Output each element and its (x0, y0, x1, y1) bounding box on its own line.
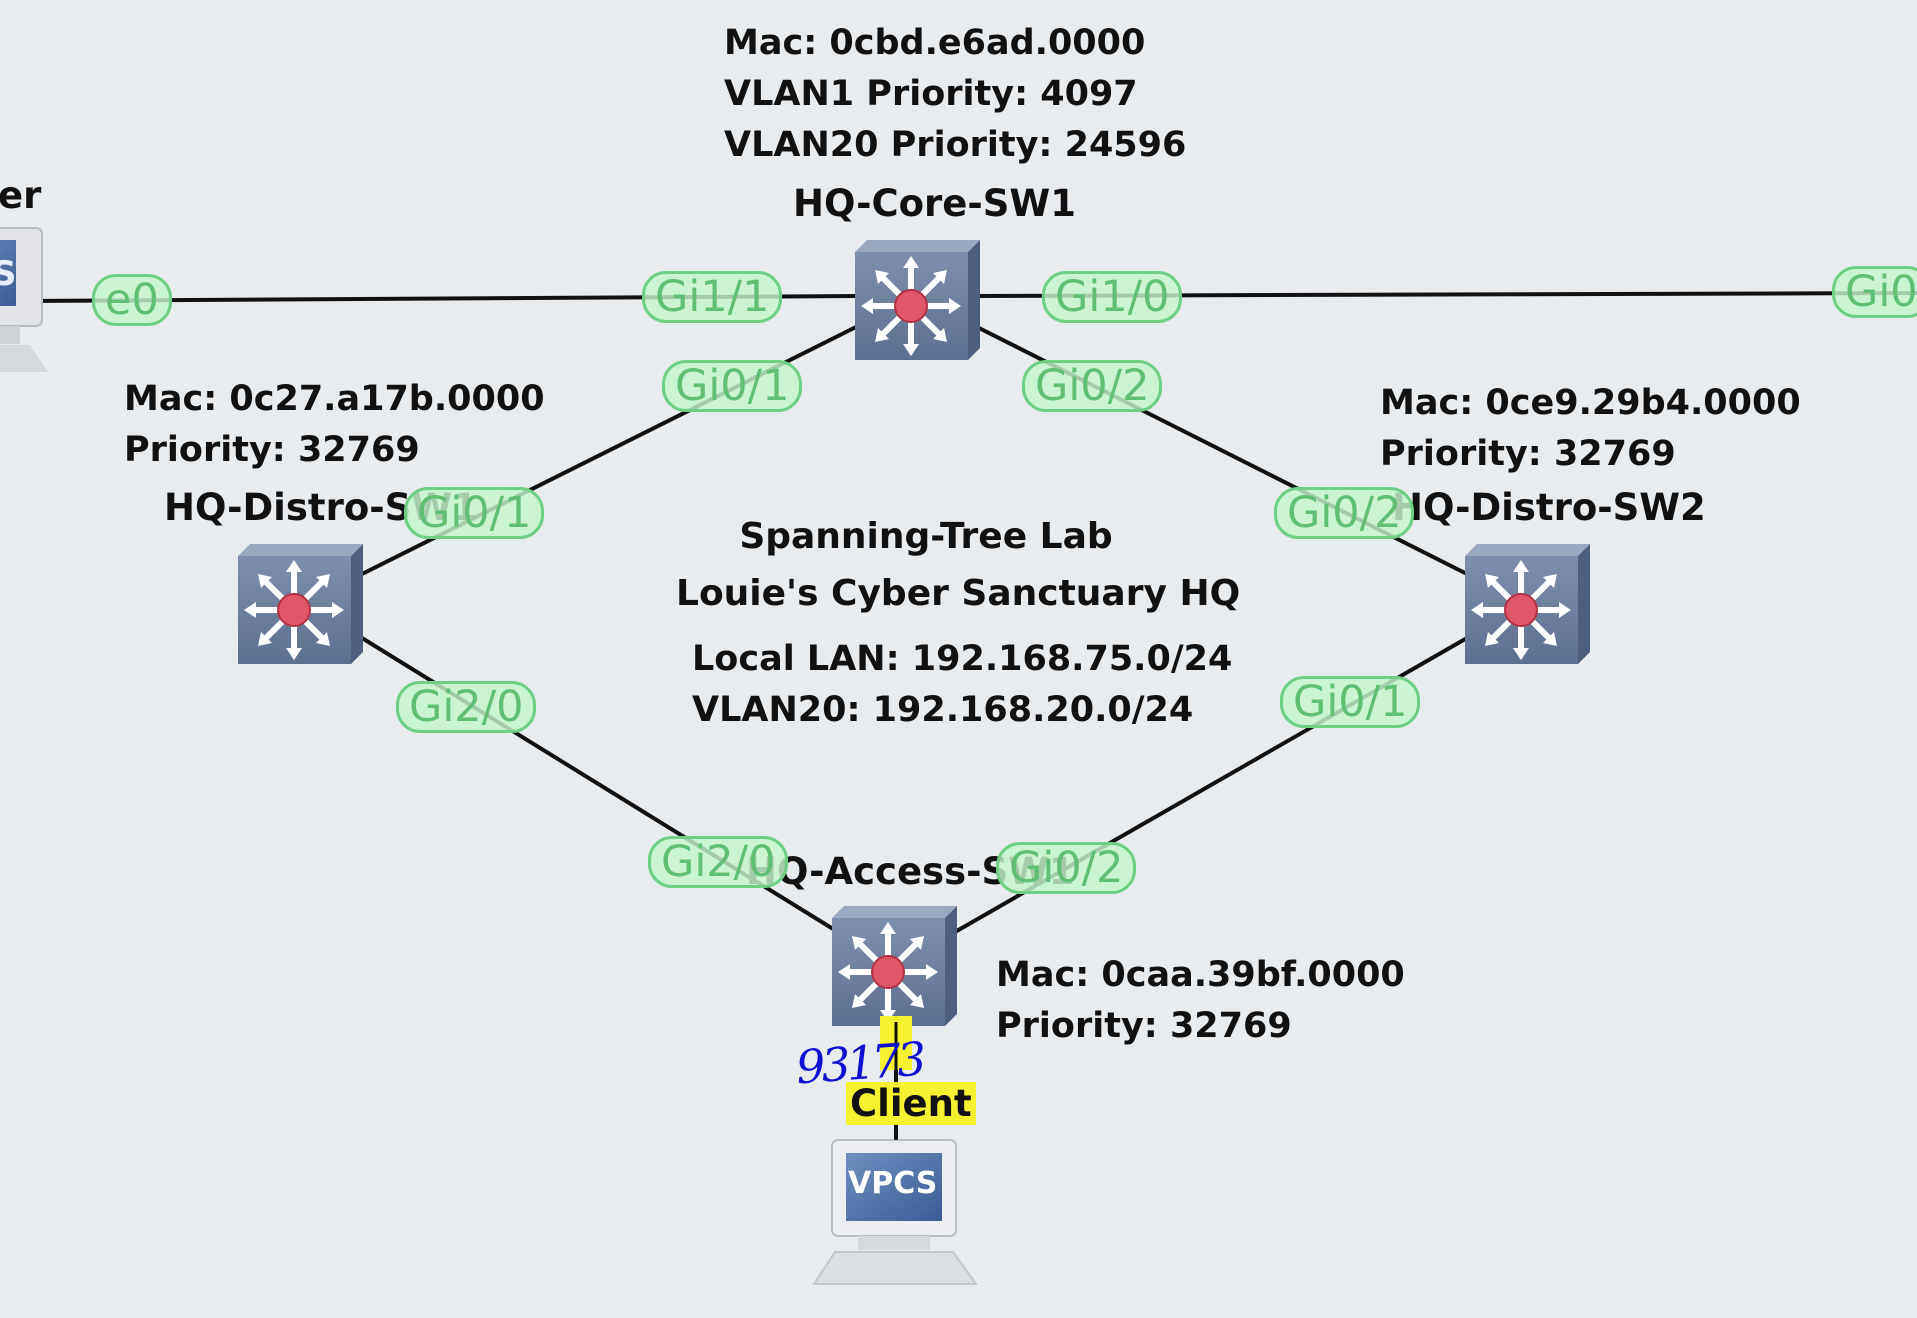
distro2-hostname[interactable]: HQ-Distro-SW2 (1392, 486, 1706, 529)
handwritten-note: 93173 (794, 1031, 925, 1095)
access-switch-icon[interactable] (832, 906, 957, 1026)
lab-title-line2: Louie's Cyber Sanctuary HQ (676, 573, 1241, 614)
vlan20-subnet: VLAN20: 192.168.20.0/24 (692, 690, 1194, 730)
port-distro2-gi0-2[interactable]: Gi0/2 (1274, 487, 1415, 539)
distro2-priority: Priority: 32769 (1380, 434, 1676, 474)
vpcs-screen-text: VPCS (848, 1166, 938, 1201)
left-host-name[interactable]: er (0, 174, 42, 217)
client-hostname[interactable]: Client (846, 1082, 976, 1125)
core-hostname[interactable]: HQ-Core-SW1 (793, 182, 1076, 225)
local-lan-subnet: Local LAN: 192.168.75.0/24 (692, 639, 1233, 679)
lab-title: Spanning-Tree Lab Louie's Cyber Sanctuar… (676, 508, 1241, 622)
distro1-priority: Priority: 32769 (124, 430, 420, 470)
distro1-mac: Mac: 0c27.a17b.0000 (124, 379, 545, 419)
distro1-switch-icon[interactable] (238, 544, 363, 664)
vpcs-client-icon[interactable] (812, 1139, 978, 1285)
distro2-mac: Mac: 0ce9.29b4.0000 (1380, 383, 1801, 423)
core-switch-icon[interactable] (855, 240, 980, 360)
port-left-e0[interactable]: e0 (92, 274, 172, 326)
distro2-switch-icon[interactable] (1465, 544, 1590, 664)
access-priority: Priority: 32769 (996, 1006, 1292, 1046)
port-core-gi0-1[interactable]: Gi0/1 (662, 360, 803, 412)
port-core-gi0-2[interactable]: Gi0/2 (1022, 360, 1163, 412)
client-hostname-text: Client (846, 1082, 976, 1125)
port-distro1-gi0-1[interactable]: Gi0/1 (404, 487, 545, 539)
left-host-icon[interactable] (0, 227, 48, 372)
port-distro1-gi2-0[interactable]: Gi2/0 (396, 681, 537, 733)
distro2-info: Mac: 0ce9.29b4.0000 Priority: 32769 (1380, 378, 1801, 480)
port-access-gi2-0[interactable]: Gi2/0 (648, 836, 789, 888)
core-vlan1-priority: VLAN1 Priority: 4097 (724, 74, 1138, 114)
lab-title-line1: Spanning-Tree Lab (739, 516, 1113, 557)
access-mac: Mac: 0caa.39bf.0000 (996, 955, 1405, 995)
core-info: Mac: 0cbd.e6ad.0000 VLAN1 Priority: 4097… (724, 18, 1186, 171)
core-vlan20-priority: VLAN20 Priority: 24596 (724, 125, 1187, 165)
access-info: Mac: 0caa.39bf.0000 Priority: 32769 (996, 950, 1405, 1052)
port-core-gi1-0[interactable]: Gi1/0 (1042, 271, 1183, 323)
port-distro2-gi0-1[interactable]: Gi0/1 (1280, 676, 1421, 728)
distro1-info: Mac: 0c27.a17b.0000 Priority: 32769 (124, 374, 545, 476)
network-info: Local LAN: 192.168.75.0/24 VLAN20: 192.1… (692, 634, 1232, 736)
port-right-gi0[interactable]: Gi0 (1832, 266, 1917, 318)
port-core-gi1-1[interactable]: Gi1/1 (642, 271, 783, 323)
left-host-screen-text: S (0, 254, 17, 294)
port-access-gi0-2[interactable]: Gi0/2 (996, 842, 1137, 894)
core-mac: Mac: 0cbd.e6ad.0000 (724, 23, 1146, 63)
